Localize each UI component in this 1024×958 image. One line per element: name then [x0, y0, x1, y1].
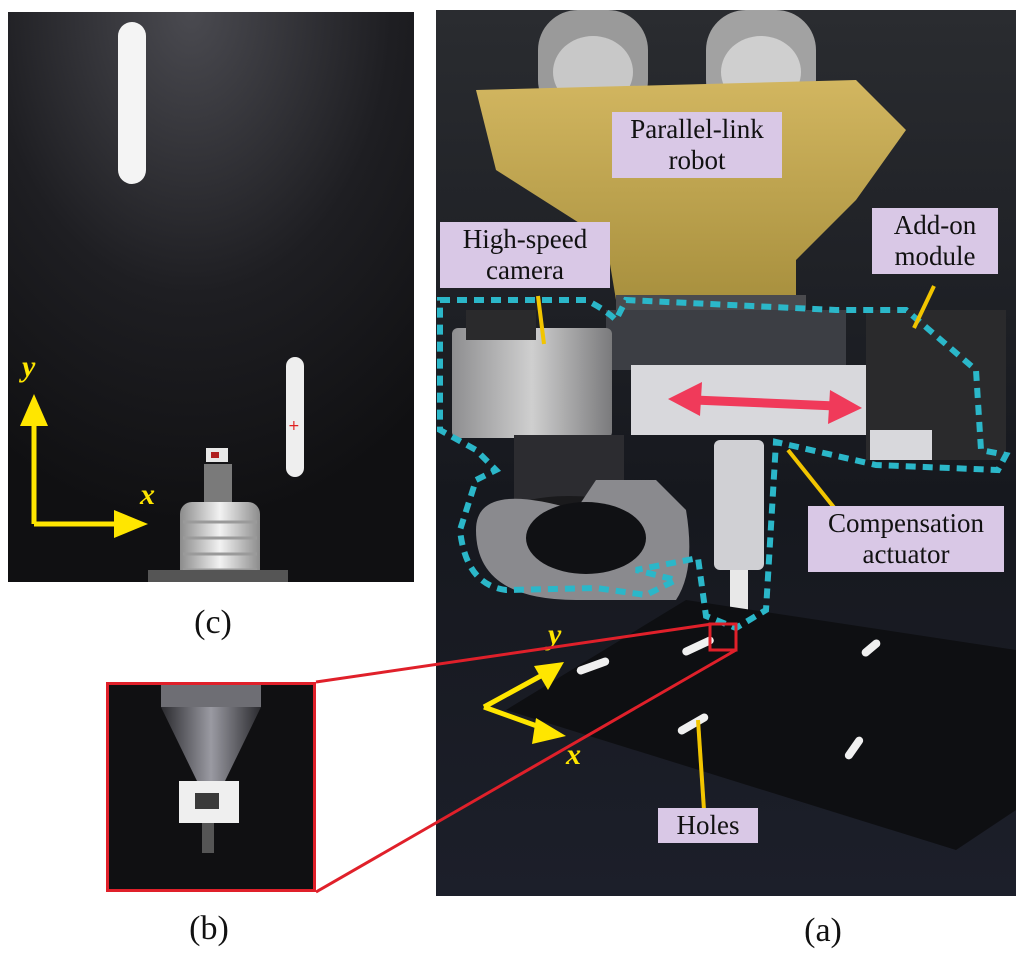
zoom-nozzle-cone — [161, 707, 261, 781]
label-addon-line1: Add-on — [893, 210, 977, 240]
caption-b: (b) — [189, 910, 229, 947]
addon-side-block — [870, 430, 932, 460]
robot-body — [476, 80, 906, 300]
bracket-hole — [526, 502, 646, 574]
plate-axis-x-label: x — [566, 738, 581, 771]
hole-target — [286, 357, 304, 477]
zoom-panel — [106, 682, 316, 892]
plate-axis-y-label: y — [548, 618, 562, 651]
compensation-motion-arrow — [668, 382, 862, 424]
label-camera-line2: camera — [486, 255, 564, 285]
camera-axis-x-label: x — [140, 478, 155, 511]
camera-axis-y-label: y — [22, 350, 36, 383]
hole-far — [118, 22, 146, 184]
label-actuator-line1: Compensation — [828, 508, 984, 538]
camera-body — [452, 328, 612, 438]
label-high-speed-camera: High-speed camera — [440, 222, 610, 288]
zoom-nozzle-ring — [161, 685, 261, 707]
label-camera-line1: High-speed — [462, 224, 588, 254]
camera-connector — [466, 310, 536, 340]
zoom-graphic — [161, 685, 261, 853]
peg-tip-mark — [211, 452, 219, 458]
label-robot-line2: robot — [668, 145, 726, 175]
target-marker: + — [288, 418, 300, 434]
system-photo-panel: Parallel-link robot High-speed camera Ad… — [436, 10, 1016, 896]
camera-view-panel: + y x — [8, 12, 414, 582]
addon-plate — [606, 310, 846, 370]
zoom-peg-center — [195, 793, 219, 809]
addon-module-outline — [437, 296, 1011, 632]
label-addon-line2: module — [894, 241, 976, 271]
label-actuator-line2: actuator — [862, 539, 950, 569]
gripper-base — [148, 570, 288, 582]
caption-c: (c) — [194, 604, 232, 641]
label-holes: Holes — [658, 808, 758, 843]
label-parallel-link-robot: Parallel-link robot — [612, 112, 782, 178]
zoom-peg-pin — [202, 823, 214, 853]
label-compensation-actuator: Compensation actuator — [808, 506, 1004, 572]
image-axes — [20, 394, 148, 538]
label-robot-line1: Parallel-link — [630, 114, 764, 144]
peg-shaft — [204, 464, 232, 504]
label-add-on-module: Add-on module — [872, 208, 998, 274]
caption-a: (a) — [804, 912, 842, 949]
actuator-body — [714, 440, 764, 570]
camera-view-graphic: + — [8, 12, 414, 582]
